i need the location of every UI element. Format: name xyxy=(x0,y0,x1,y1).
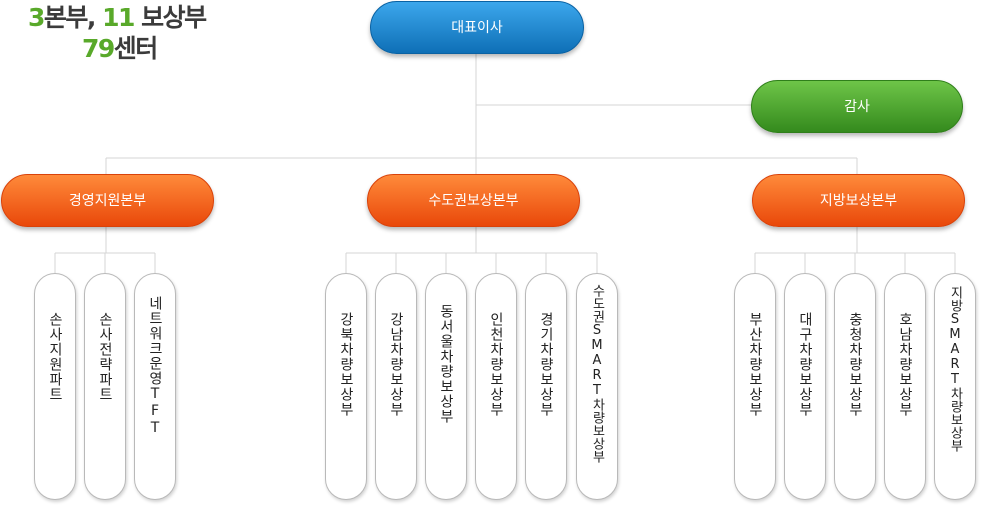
center-count: 79 xyxy=(82,34,115,63)
unit-label: 손사전략파트 xyxy=(97,312,113,402)
headline: 3본부, 11 보상부 79센터 xyxy=(28,2,228,64)
unit-box: 손사지원파트 xyxy=(34,273,76,500)
unit-label: 부산차량보상부 xyxy=(747,312,763,417)
headquarters-count: 3 xyxy=(28,3,45,32)
hq-regional-compensation-label: 지방보상본부 xyxy=(819,192,898,209)
unit-label: 네트워크운영TFT xyxy=(147,296,163,437)
unit-label: 충청차량보상부 xyxy=(847,312,863,417)
compensation-dept-count: 11 xyxy=(102,3,135,32)
unit-box: 대구차량보상부 xyxy=(784,273,826,500)
center-label: 센터 xyxy=(113,34,159,63)
hq-management-support: 경영지원본부 xyxy=(1,174,214,227)
headline-line-2: 79센터 xyxy=(28,33,228,64)
unit-box: 동서울차량보상부 xyxy=(425,273,467,500)
ceo-label: 대표이사 xyxy=(451,19,503,36)
unit-box: 부산차량보상부 xyxy=(734,273,776,500)
unit-label: 동서울차량보상부 xyxy=(438,304,454,424)
unit-box: 네트워크운영TFT xyxy=(134,273,176,500)
unit-box: 강북차량보상부 xyxy=(325,273,367,500)
unit-box: 강남차량보상부 xyxy=(375,273,417,500)
unit-label: 인천차량보상부 xyxy=(488,312,504,417)
headquarters-label: 본부, xyxy=(43,3,103,32)
unit-box: 충청차량보상부 xyxy=(834,273,876,500)
compensation-dept-label: 보상부 xyxy=(133,3,207,32)
unit-box: 수도권SMART차량보상부 xyxy=(576,273,618,500)
hq-regional-compensation: 지방보상본부 xyxy=(752,174,965,227)
hq-capital-area-compensation: 수도권보상본부 xyxy=(367,174,580,227)
headline-line-1: 3본부, 11 보상부 xyxy=(28,2,228,33)
audit-label: 감사 xyxy=(844,98,870,115)
unit-box: 경기차량보상부 xyxy=(525,273,567,500)
unit-label: 손사지원파트 xyxy=(47,312,63,402)
unit-label: 호남차량보상부 xyxy=(897,312,913,417)
unit-label: 강북차량보상부 xyxy=(338,312,354,417)
unit-box: 호남차량보상부 xyxy=(884,273,926,500)
unit-label: 대구차량보상부 xyxy=(797,312,813,417)
ceo-node: 대표이사 xyxy=(370,1,584,54)
unit-label: 강남차량보상부 xyxy=(388,312,404,417)
unit-label: 수도권SMART차량보상부 xyxy=(589,284,605,463)
unit-box: 인천차량보상부 xyxy=(475,273,517,500)
hq-management-support-label: 경영지원본부 xyxy=(68,192,147,209)
unit-label: 지방SMART차량보상부 xyxy=(947,286,963,452)
unit-box: 지방SMART차량보상부 xyxy=(934,273,976,500)
hq-capital-area-compensation-label: 수도권보상본부 xyxy=(428,192,519,209)
audit-node: 감사 xyxy=(751,80,963,133)
unit-label: 경기차량보상부 xyxy=(538,312,554,417)
unit-box: 손사전략파트 xyxy=(84,273,126,500)
